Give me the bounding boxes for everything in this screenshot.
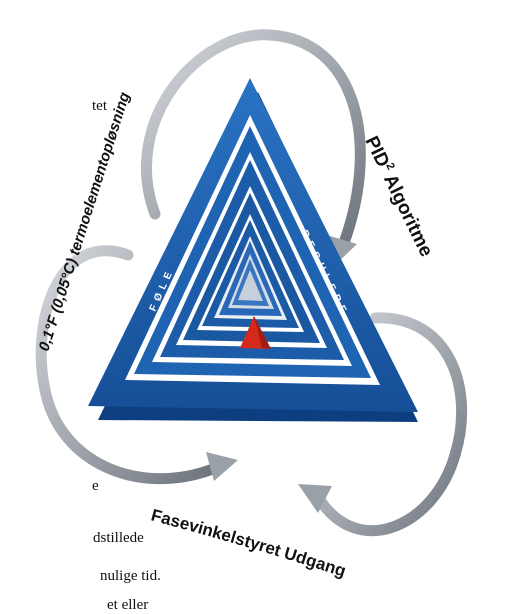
outer-label-bottom: Fasevinkelstyret Udgang bbox=[149, 506, 348, 581]
left-loop-arrowhead bbox=[206, 452, 238, 481]
nested-triangle bbox=[88, 78, 418, 422]
inner-label-bottom: AKTIVERE bbox=[220, 439, 316, 459]
outer-label-left: 0,1°F (0,05°C) termoelementopløsning bbox=[36, 90, 134, 353]
outer-label-right: PID2 Algoritme bbox=[361, 133, 437, 260]
